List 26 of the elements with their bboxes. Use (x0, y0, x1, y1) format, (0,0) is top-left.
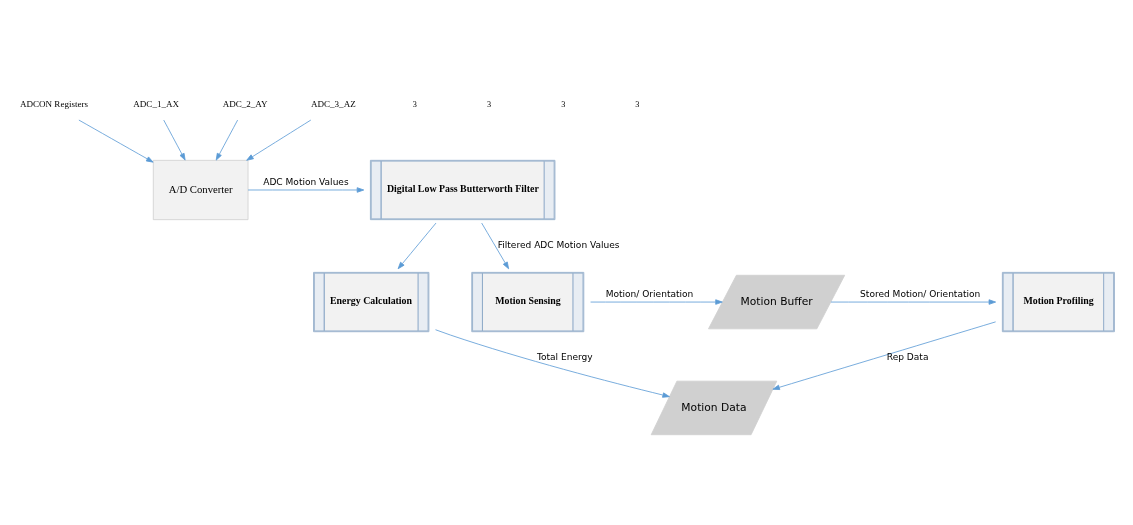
node-text: ADC_1_AX (133, 99, 180, 110)
arrow (247, 187, 365, 193)
arrow (435, 329, 670, 398)
edge-label: ADC Motion Values (263, 176, 349, 187)
edge-label: Motion/ Orientation (605, 288, 694, 299)
arrow (772, 321, 997, 390)
arrow (78, 119, 154, 163)
node-text: ADC_2_AY (222, 99, 268, 110)
node-box: A/D Converter (152, 159, 249, 221)
edge-label: Rep Data (886, 352, 929, 363)
arrow (481, 222, 510, 270)
node-text: ADCON Registers (19, 99, 89, 110)
edge-label: Filtered ADC Motion Values (497, 240, 620, 251)
label: 3 (561, 100, 566, 110)
edge-label: Stored Motion/ Orientation (860, 288, 981, 299)
edge-label: Total Energy (537, 352, 593, 363)
arrow (163, 119, 186, 161)
arrow (215, 119, 238, 161)
arrow (830, 299, 997, 305)
arrow (246, 119, 312, 161)
arrow (397, 222, 437, 270)
label: 3 (412, 100, 417, 110)
arrow (590, 299, 723, 305)
label: 3 (486, 100, 492, 110)
node-text: ADC_3_AZ (310, 99, 356, 110)
label: 3 (635, 100, 640, 110)
